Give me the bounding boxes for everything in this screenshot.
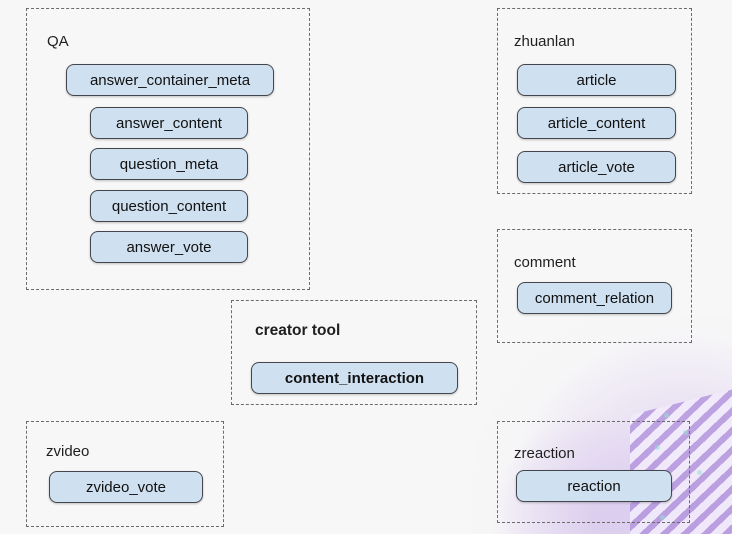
group-frame-zvideo bbox=[26, 421, 224, 527]
entity-node-answer-content[interactable]: answer_content bbox=[90, 107, 248, 139]
group-frame-creator-tool bbox=[231, 300, 477, 405]
entity-node-article-content[interactable]: article_content bbox=[517, 107, 676, 139]
entity-node-answer-vote[interactable]: answer_vote bbox=[90, 231, 248, 263]
decorative-dot bbox=[664, 413, 669, 418]
decorative-dot bbox=[697, 470, 702, 475]
entity-node-content-interaction[interactable]: content_interaction bbox=[251, 362, 458, 394]
group-label-zreaction: zreaction bbox=[514, 445, 575, 462]
group-label-creator-tool: creator tool bbox=[255, 322, 341, 339]
group-label-comment: comment bbox=[514, 254, 576, 271]
entity-node-question-content[interactable]: question_content bbox=[90, 190, 248, 222]
group-label-zvideo: zvideo bbox=[46, 443, 90, 460]
group-label-zhuanlan: zhuanlan bbox=[514, 33, 575, 50]
group-frame-qa bbox=[26, 8, 310, 290]
entity-node-question-meta[interactable]: question_meta bbox=[90, 148, 248, 180]
group-frame-zreaction bbox=[497, 421, 690, 523]
entity-node-article[interactable]: article bbox=[517, 64, 676, 96]
group-label-qa: QA bbox=[47, 33, 69, 50]
entity-node-zvideo-vote[interactable]: zvideo_vote bbox=[49, 471, 203, 503]
entity-node-comment-relation[interactable]: comment_relation bbox=[517, 282, 672, 314]
entity-node-article-vote[interactable]: article_vote bbox=[517, 151, 676, 183]
entity-node-answer-container-meta[interactable]: answer_container_meta bbox=[66, 64, 274, 96]
group-frame-comment bbox=[497, 229, 692, 343]
entity-node-reaction[interactable]: reaction bbox=[516, 470, 672, 502]
group-frame-zhuanlan bbox=[497, 8, 692, 194]
